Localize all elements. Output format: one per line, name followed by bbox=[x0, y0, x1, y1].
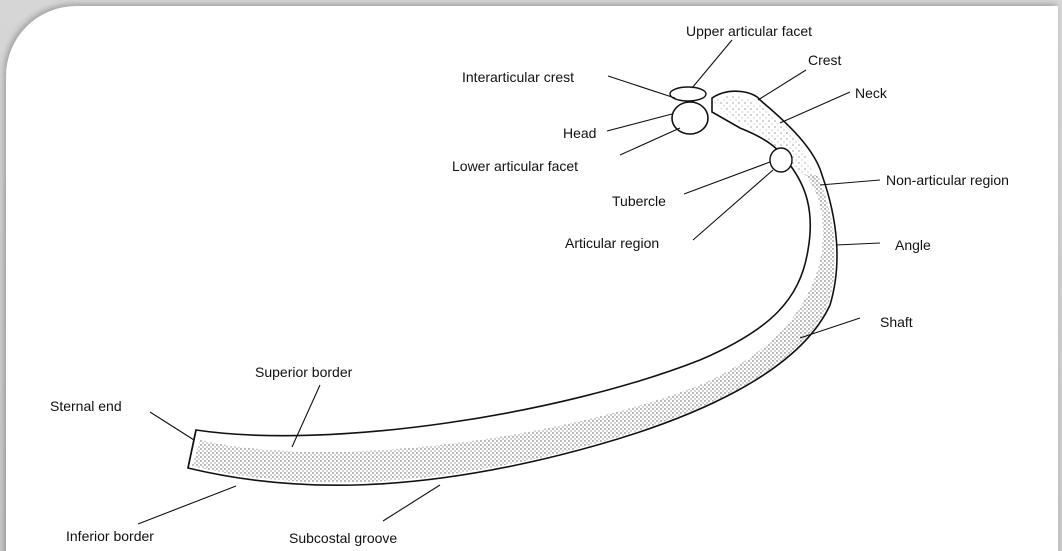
leader-interarticular-crest bbox=[608, 76, 675, 98]
tubercle-shape bbox=[770, 148, 792, 172]
label-interarticular-crest: Interarticular crest bbox=[462, 69, 574, 85]
leader-inferior-border bbox=[138, 486, 236, 524]
label-articular-region: Articular region bbox=[565, 235, 659, 251]
upper-articular-facet-shape bbox=[670, 87, 706, 101]
label-superior-border: Superior border bbox=[255, 364, 352, 380]
leader-articular-region bbox=[693, 170, 773, 240]
label-subcostal-groove: Subcostal groove bbox=[289, 530, 397, 546]
leader-upper-articular-facet bbox=[692, 40, 732, 88]
rib-body bbox=[188, 91, 837, 485]
label-sternal-end: Sternal end bbox=[50, 398, 122, 414]
label-head: Head bbox=[563, 125, 596, 141]
leader-sternal-end bbox=[150, 412, 194, 440]
leader-lower-articular-facet bbox=[620, 128, 680, 155]
label-angle: Angle bbox=[895, 237, 931, 253]
label-crest: Crest bbox=[808, 52, 841, 68]
leader-subcostal-groove bbox=[383, 485, 440, 521]
leader-non-articular-region bbox=[820, 180, 880, 185]
leader-head bbox=[607, 114, 672, 131]
label-non-articular-region: Non-articular region bbox=[886, 172, 1009, 188]
label-neck: Neck bbox=[855, 85, 887, 101]
leader-angle bbox=[836, 243, 880, 245]
label-lower-articular-facet: Lower articular facet bbox=[452, 158, 578, 174]
label-inferior-border: Inferior border bbox=[66, 528, 154, 544]
leader-crest bbox=[758, 70, 806, 100]
label-upper-articular-facet: Upper articular facet bbox=[686, 23, 812, 39]
leader-tubercle bbox=[684, 162, 770, 194]
leader-neck bbox=[780, 92, 850, 123]
label-tubercle: Tubercle bbox=[612, 193, 666, 209]
label-shaft: Shaft bbox=[880, 314, 913, 330]
